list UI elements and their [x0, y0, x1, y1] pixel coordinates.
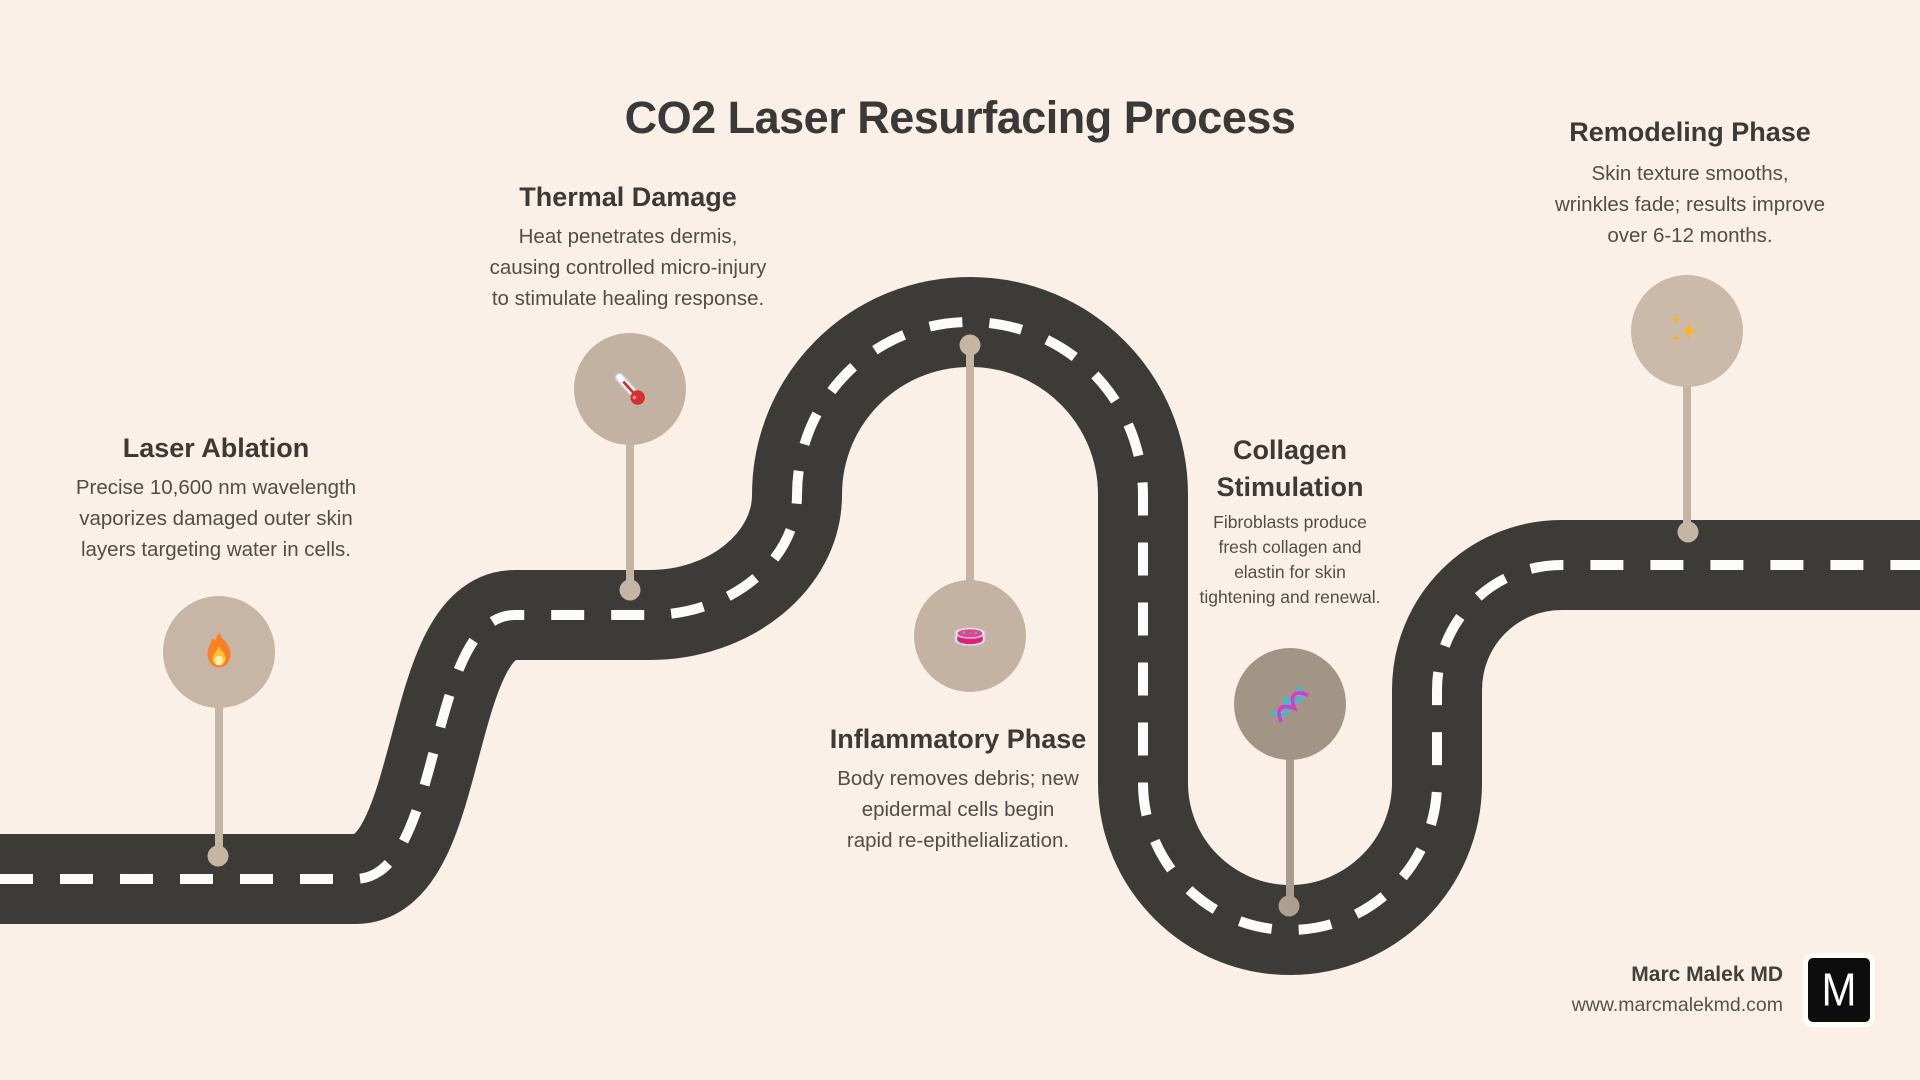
- petri-culture-speck-3: [974, 631, 978, 635]
- dna-icon: [1271, 685, 1309, 723]
- sparkles-icon: [1670, 313, 1700, 343]
- brand-logo: M: [1803, 953, 1875, 1027]
- phase-description: Skin texture smooths, wrinkles fade; res…: [1554, 162, 1825, 247]
- phase-title: Thermal Damage: [519, 182, 737, 212]
- page-title: CO2 Laser Resurfacing Process: [624, 92, 1296, 144]
- website-url: www.marcmalekmd.com: [1571, 994, 1783, 1016]
- phase-title: Collagen Stimulation: [1216, 435, 1364, 502]
- road-dot-laser-ablation: [207, 845, 229, 867]
- road-dot-thermal-damage: [619, 579, 641, 601]
- phase-remodeling: Remodeling Phase Skin texture smooths, w…: [1520, 114, 1860, 251]
- dna-strand-teal: [1271, 685, 1303, 717]
- thermometer-ticks: [616, 378, 628, 390]
- phase-collagen: Collagen Stimulation Fibroblasts produce…: [1170, 432, 1410, 610]
- phase-description: Heat penetrates dermis, causing controll…: [489, 225, 767, 310]
- petri-culture-speck-2: [968, 632, 972, 635]
- sparkle-large: [1678, 320, 1700, 342]
- thermometer-bulb-highlight: [632, 395, 637, 400]
- fire-core: [214, 655, 224, 666]
- road-dot-collagen: [1278, 895, 1300, 917]
- phase-description: Body removes debris; new epidermal cells…: [837, 767, 1079, 852]
- phase-thermal-damage: Thermal Damage Heat penetrates dermis, c…: [458, 179, 798, 314]
- phase-title: Remodeling Phase: [1569, 117, 1811, 147]
- dna-strand-magenta: [1277, 691, 1309, 723]
- thermometer-icon: [614, 372, 645, 405]
- road-dot-inflammatory: [959, 334, 981, 356]
- road-center-dashes: [0, 316, 1920, 936]
- fire-icon: [207, 631, 231, 668]
- petri-dish-icon: [954, 627, 986, 647]
- phase-laser-ablation: Laser Ablation Precise 10,600 nm wavelen…: [46, 430, 386, 565]
- petri-culture-speck-1: [962, 631, 966, 635]
- marker-circle-collagen: [1234, 648, 1346, 760]
- phase-title: Laser Ablation: [122, 433, 310, 463]
- phase-inflammatory: Inflammatory Phase Body removes debris; …: [788, 721, 1128, 856]
- footer-branding: Marc Malek MD www.marcmalekmd.com: [1572, 962, 1783, 1018]
- phase-description: Fibroblasts produce fresh collagen and e…: [1199, 512, 1381, 607]
- phase-description: Precise 10,600 nm wavelength vaporizes d…: [75, 476, 357, 561]
- phase-title: Inflammatory Phase: [829, 724, 1087, 754]
- thermometer-column: [622, 380, 637, 396]
- doctor-name: Marc Malek MD: [1631, 963, 1783, 986]
- road-dot-remodeling: [1677, 521, 1699, 543]
- brand-logo-letter: M: [1821, 963, 1857, 1016]
- thermometer-bulb: [630, 390, 645, 405]
- sparkle-small-bottom: [1671, 333, 1680, 343]
- sparkle-small-top: [1670, 313, 1682, 326]
